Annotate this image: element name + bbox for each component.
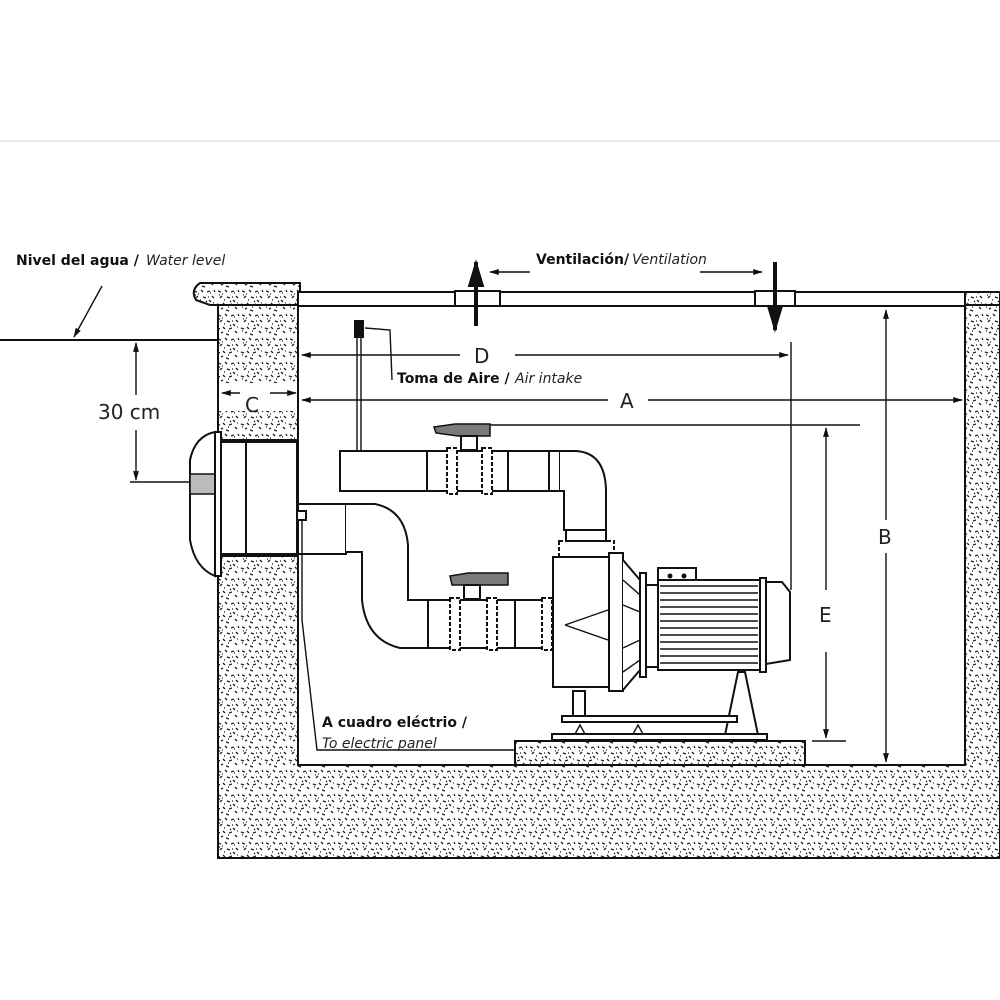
upper-valve-body-r: [481, 447, 493, 495]
lantern-rib-4: [622, 659, 641, 673]
cable-junction: [296, 510, 307, 521]
pump-union-top: [558, 540, 615, 558]
base-plate: [551, 733, 768, 741]
anti-vibration-mount-2: [632, 723, 644, 735]
floor-step-fill: [514, 740, 806, 766]
electric-cable: [301, 515, 515, 751]
lower-valve-handle: [449, 572, 509, 586]
motor-body: [657, 579, 761, 671]
lower-valve-body-r: [486, 597, 498, 651]
lantern-rib-3: [622, 639, 641, 649]
pump-room: [297, 305, 966, 766]
terminal-dot: [667, 573, 673, 579]
wall-fitting-sleeve: [245, 441, 298, 555]
lower-union: [541, 597, 553, 651]
motor-cooling-fins: [660, 585, 758, 664]
lower-valve-stem: [463, 584, 481, 600]
upper-valve-body-l: [446, 447, 458, 495]
dim-e-label: E: [819, 603, 832, 627]
air-intake-label-en: Air intake: [514, 371, 582, 387]
dim-b-label: B: [878, 525, 892, 549]
air-intake-cap: [354, 320, 364, 338]
base-rail: [561, 715, 738, 723]
electric-label-es: A cuadro eléctrio /: [322, 715, 468, 731]
depth-label: 30 cm: [98, 400, 160, 424]
upper-valve-handle: [433, 423, 491, 437]
lower-valve-body-l: [449, 597, 461, 651]
anti-vibration-mount: [574, 723, 586, 735]
motor-fan-cover: [765, 581, 791, 666]
pump-inlet-neck: [565, 529, 607, 542]
water-level-label-en: Water level: [146, 253, 225, 269]
lantern-rib-2: [622, 604, 641, 613]
c-gap: [219, 383, 297, 411]
upper-valve-stem: [460, 435, 478, 451]
lantern-rib: [622, 579, 641, 596]
pool-coping: [192, 282, 1000, 306]
nozzle-grille: [189, 473, 217, 495]
pump-impeller-cone: [564, 609, 609, 641]
electric-label-en: To electric panel: [322, 736, 437, 752]
pump-front-plate: [608, 552, 624, 692]
dim-a-label: A: [620, 389, 634, 413]
return-nozzle: [189, 430, 216, 578]
water-level-label-es: Nivel del agua /: [16, 253, 140, 269]
terminal-dot-2: [681, 573, 687, 579]
wall-fitting-body: [220, 441, 247, 555]
motor-shaft-collar: [645, 584, 659, 668]
air-intake-hose: [364, 327, 393, 381]
air-intake-label-es: Toma de Aire /: [397, 371, 511, 387]
ventilation-label-en: Ventilation: [632, 252, 707, 268]
pump-housing: [552, 556, 610, 688]
dim-d-label: D: [474, 344, 489, 368]
water-level-pointer: [73, 285, 103, 338]
dim-c-label: C: [245, 393, 259, 417]
ventilation-label-es: Ventilación/: [536, 252, 630, 268]
upper-elbow: [560, 450, 607, 531]
